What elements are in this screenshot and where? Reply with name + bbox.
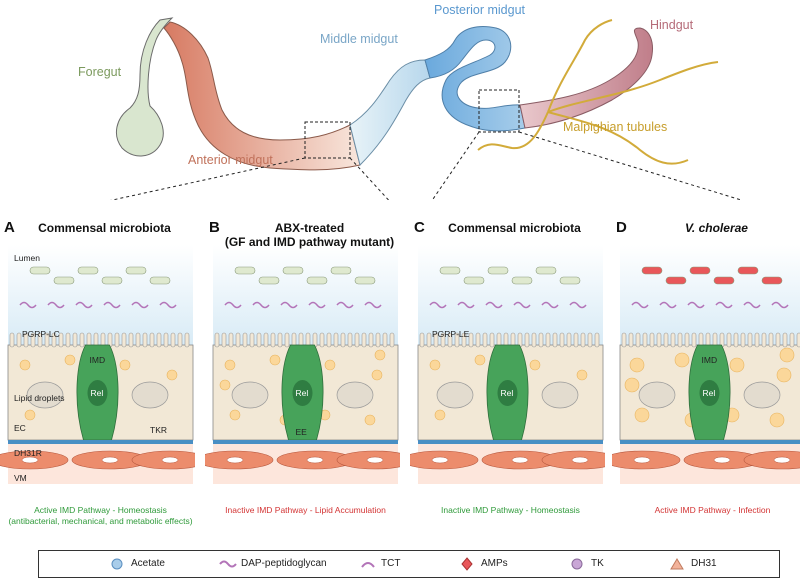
posterior-midgut-label: Posterior midgut: [434, 3, 526, 17]
malpighian-label: Malpighian tubules: [563, 120, 668, 134]
hindgut-shape: [519, 27, 653, 129]
panel-caption: Active IMD Pathway - Infection: [620, 505, 800, 516]
panel-title: Commensal microbiota: [426, 221, 603, 235]
foregut-shape: [115, 17, 174, 157]
lipid-droplets-label: Lipid droplets: [14, 393, 65, 403]
panel-title-line: Commensal microbiota: [448, 221, 581, 235]
posterior-midgut-shape: [424, 26, 526, 132]
panel-illustration: [603, 245, 800, 484]
caption-line: Active IMD Pathway - Infection: [654, 505, 771, 515]
pgrp-le-label: PGRP-LE: [432, 329, 470, 339]
rel-label: Rel: [295, 388, 309, 398]
panel-caption: Active IMD Pathway - Homeostasis(antibac…: [8, 505, 193, 527]
caption-line-2: (antibacterial, mechanical, and metaboli…: [8, 516, 193, 526]
rel-label: Rel: [500, 388, 514, 398]
tkr-label: TKR: [150, 425, 167, 435]
blue-circle-icon: [111, 558, 123, 570]
red-diamond-icon: [461, 557, 473, 571]
panel-letter: A: [4, 219, 15, 236]
imd-label: IMD: [701, 355, 718, 365]
zoom-box-posterior: [478, 89, 520, 133]
salmon-triangle-icon: [670, 558, 684, 570]
panel-caption: Inactive IMD Pathway - Homeostasis: [418, 505, 603, 516]
panel-illustration: [401, 245, 619, 484]
ee-label: EE: [295, 427, 307, 437]
malpighian-tubules: [477, 19, 719, 165]
dh31r-label: DH31R: [14, 448, 42, 458]
rel-label: Rel: [90, 388, 104, 398]
panel-letter: B: [209, 219, 220, 236]
panel-title-line: V. cholerae: [685, 221, 748, 235]
pgrp-lc-label: PGRP-LC: [22, 329, 60, 339]
purple-wave-icon: [219, 560, 237, 568]
rel-label: Rel: [702, 388, 716, 398]
zoom-box-anterior: [304, 121, 351, 159]
panel-title-line: Commensal microbiota: [38, 221, 171, 235]
purple-arc-icon: [361, 562, 375, 568]
panel-title: Commensal microbiota: [16, 221, 193, 235]
panel-title: V. cholerae: [628, 221, 800, 235]
panel-letter: D: [616, 219, 627, 236]
anterior-midgut-shape: [163, 21, 361, 171]
gut-diagram: [110, 17, 743, 200]
ec-label: EC: [14, 423, 26, 433]
caption-line: Inactive IMD Pathway - Lipid Accumulatio…: [225, 505, 386, 515]
caption-line: Inactive IMD Pathway - Homeostasis: [441, 505, 580, 515]
vm-label: VM: [14, 473, 27, 483]
caption-line: Active IMD Pathway - Homeostasis: [34, 505, 167, 515]
middle-midgut-label: Middle midgut: [320, 32, 398, 46]
legend: Acetate DAP-peptidoglycan TCT AMPs TK DH…: [38, 550, 780, 578]
lilac-circle-icon: [571, 558, 583, 570]
imd-label: IMD: [89, 355, 106, 365]
panel-illustration: [196, 245, 414, 484]
panel-illustration: [0, 245, 209, 484]
middle-midgut-shape: [349, 59, 431, 166]
panel-subtitle: (GF and IMD pathway mutant): [224, 235, 395, 249]
panel-title-line: ABX-treated: [274, 221, 345, 235]
panel-letter: C: [414, 219, 425, 236]
panel-title: ABX-treated(GF and IMD pathway mutant): [221, 221, 398, 249]
lumen-label: Lumen: [14, 253, 40, 263]
panel-caption: Inactive IMD Pathway - Lipid Accumulatio…: [213, 505, 398, 516]
foregut-label: Foregut: [78, 65, 122, 79]
hindgut-label: Hindgut: [650, 18, 694, 32]
anterior-midgut-label: Anterior midgut: [188, 153, 273, 167]
